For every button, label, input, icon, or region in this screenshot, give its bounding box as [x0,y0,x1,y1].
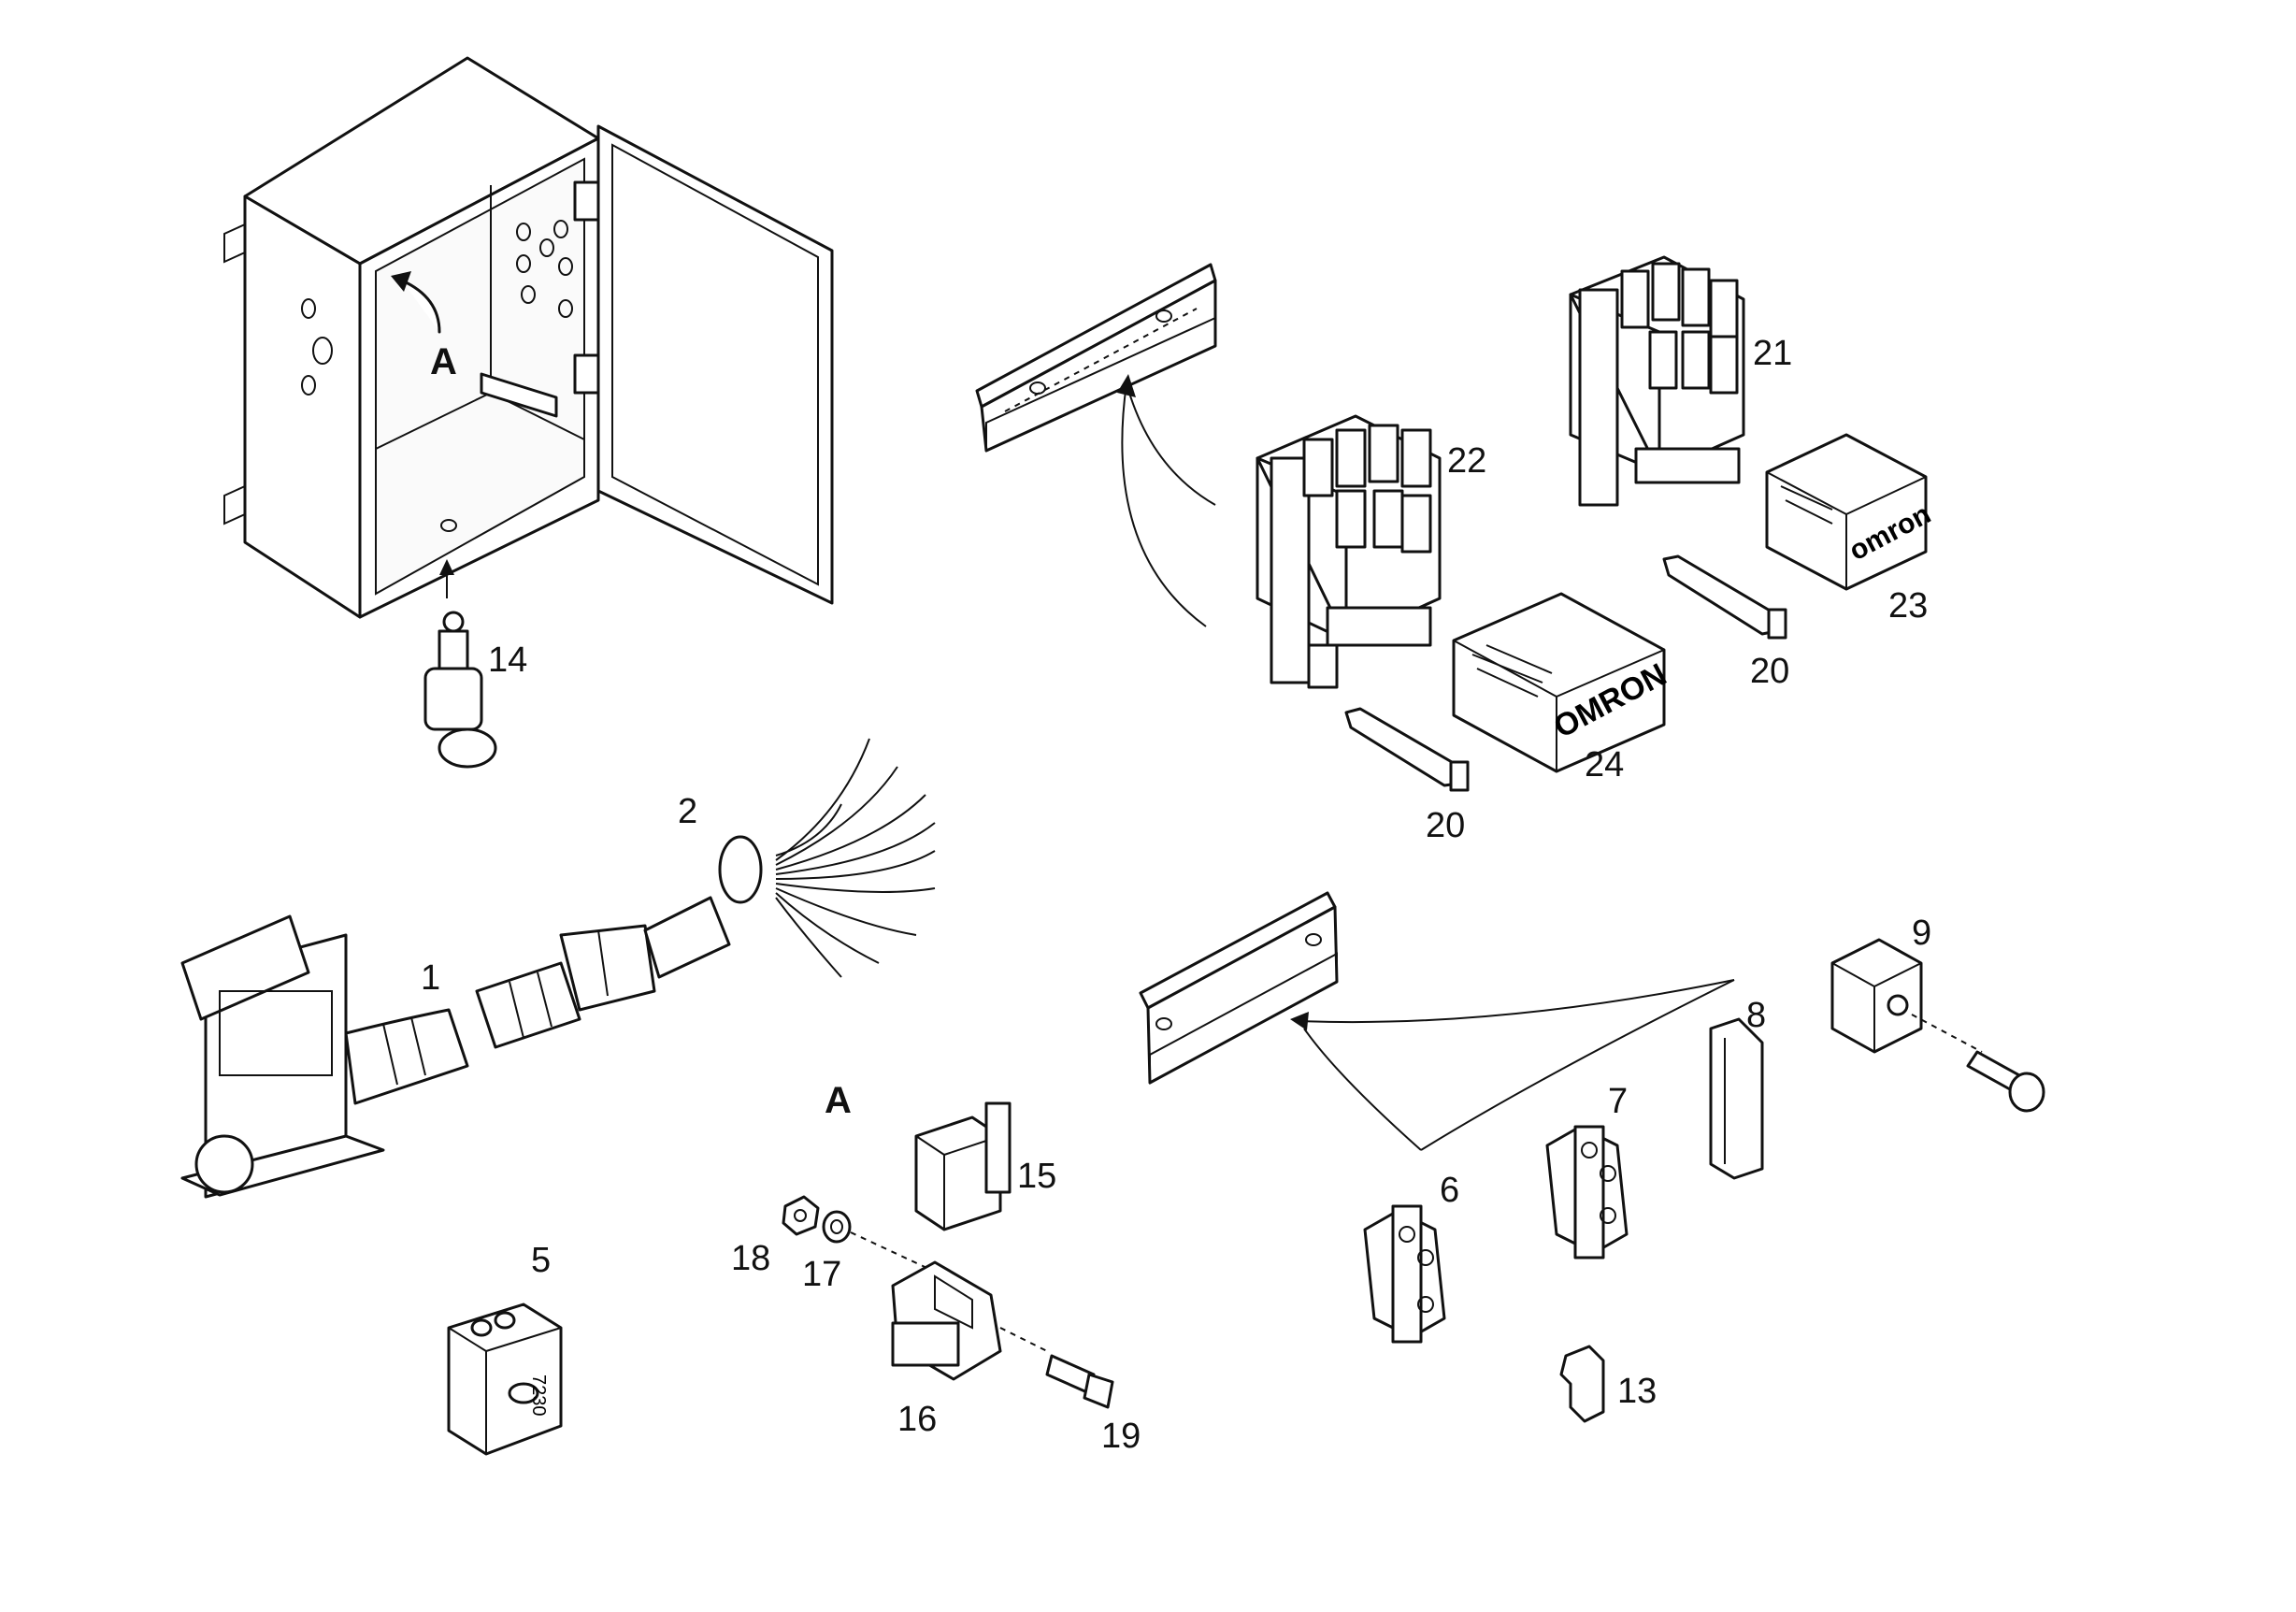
part-15-relay [914,1101,1012,1231]
relay-5-code: 7230 [528,1375,549,1417]
callout-16: 16 [897,1400,937,1439]
callout-7: 7 [1608,1082,1628,1121]
part-18-nut [782,1195,820,1236]
part-14-cable-gland [423,611,497,769]
callout-19: 19 [1101,1417,1141,1456]
din-rail-upper [975,263,1217,453]
part-7-terminal-block [1545,1125,1629,1259]
part-23-relay: omron [1765,433,1936,591]
enclosure-cabinet [223,56,834,619]
part-6-terminal-block [1363,1204,1446,1344]
callout-8: 8 [1746,996,1766,1035]
callout-14: 14 [488,640,527,680]
callout-18: 18 [731,1239,770,1278]
callout-5: 5 [531,1241,551,1280]
callout-2: 2 [678,792,697,831]
callout-21: 21 [1753,334,1792,373]
arrow-head-icon [391,271,411,292]
part-20-clip-lower [1344,707,1470,792]
part-20-clip-upper [1662,554,1787,640]
part-9-end-clamp [1830,938,1923,1054]
part-17-washer [822,1210,852,1244]
part-16-relay-base [891,1260,1002,1381]
part-1-connector-hose [180,896,731,1199]
callout-22: 22 [1447,441,1486,481]
part-2-cable-tie-wires [718,738,936,978]
part-22-relay-socket [1256,414,1442,689]
callout-1: 1 [421,958,440,998]
callout-15: 15 [1017,1157,1056,1196]
part-19-bolt [1045,1354,1114,1409]
callout-17: 17 [802,1255,841,1294]
part-8-separator-plate [1709,1017,1764,1180]
callout-23: 23 [1888,586,1928,626]
callout-24: 24 [1585,745,1624,784]
callout-detail-a-arrow: A [430,341,457,382]
part-9-screw [1966,1050,2045,1113]
part-5-relay: 7230 [447,1303,563,1456]
part-13-end-plate [1559,1345,1605,1423]
callout-13: 13 [1617,1372,1657,1411]
part-21-relay-socket [1569,255,1745,507]
callout-20-lower: 20 [1426,806,1465,845]
callout-9: 9 [1912,914,1931,953]
callout-6: 6 [1440,1171,1459,1210]
part-24-relay: OMRON [1452,592,1672,773]
callout-detail-a-section: A [825,1080,852,1121]
direction-arrow-a [400,279,441,334]
callout-20-upper: 20 [1750,652,1789,691]
din-rail-lower [1139,891,1339,1085]
